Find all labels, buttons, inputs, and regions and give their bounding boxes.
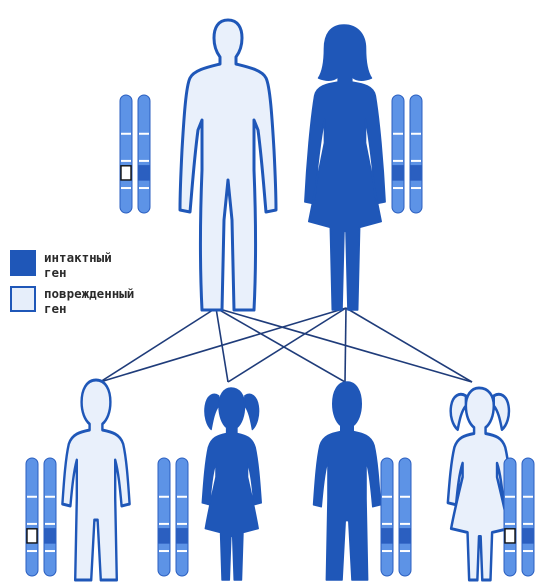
inheritance-line bbox=[216, 308, 472, 382]
son-1-figure bbox=[62, 380, 129, 580]
daughter-2-chromosome-pair bbox=[504, 458, 534, 576]
intact-gene-marker bbox=[382, 529, 392, 543]
chromosome-intact bbox=[44, 458, 56, 576]
daughter-2-figure bbox=[448, 388, 512, 580]
son-1-chromosome-pair bbox=[26, 458, 56, 576]
son-2-figure bbox=[313, 382, 380, 580]
inheritance-line bbox=[228, 308, 346, 382]
legend-item-damaged: поврежденный ген bbox=[10, 286, 200, 316]
chromosome-intact bbox=[410, 95, 422, 213]
chromosome-intact bbox=[381, 458, 393, 576]
son-2-chromosome-pair bbox=[381, 458, 411, 576]
inheritance-line bbox=[346, 308, 472, 382]
intact-gene-marker bbox=[177, 529, 187, 543]
intact-gene-marker bbox=[159, 529, 169, 543]
daughter-1-figure bbox=[202, 388, 261, 580]
intact-gene-marker bbox=[523, 529, 533, 543]
legend-item-intact: интактный ген bbox=[10, 250, 200, 280]
chromosome-intact bbox=[158, 458, 170, 576]
chromosome-intact bbox=[522, 458, 534, 576]
chromosome-damaged bbox=[504, 458, 516, 576]
intact-gene-marker bbox=[411, 166, 421, 180]
chromosome-intact bbox=[138, 95, 150, 213]
chromosome-intact bbox=[399, 458, 411, 576]
intact-gene-swatch bbox=[10, 250, 36, 276]
legend: интактный ген поврежденный ген bbox=[10, 250, 200, 322]
damaged-gene-marker bbox=[27, 529, 37, 543]
father-chromosome-pair bbox=[120, 95, 150, 213]
legend-label-damaged: поврежденный ген bbox=[44, 286, 134, 316]
chromosome-damaged bbox=[120, 95, 132, 213]
damaged-gene-swatch bbox=[10, 286, 36, 312]
chromosome-damaged bbox=[26, 458, 38, 576]
mother-chromosome-pair bbox=[392, 95, 422, 213]
intact-gene-marker bbox=[45, 529, 55, 543]
intact-gene-marker bbox=[400, 529, 410, 543]
intact-gene-marker bbox=[393, 166, 403, 180]
chromosome-intact bbox=[392, 95, 404, 213]
daughter-1-chromosome-pair bbox=[158, 458, 188, 576]
inheritance-line bbox=[216, 308, 345, 382]
mother-figure bbox=[305, 25, 385, 310]
intact-gene-marker bbox=[139, 166, 149, 180]
chromosome-intact bbox=[176, 458, 188, 576]
inheritance-line bbox=[345, 308, 346, 382]
legend-label-intact: интактный ген bbox=[44, 250, 112, 280]
damaged-gene-marker bbox=[505, 529, 515, 543]
damaged-gene-marker bbox=[121, 166, 131, 180]
